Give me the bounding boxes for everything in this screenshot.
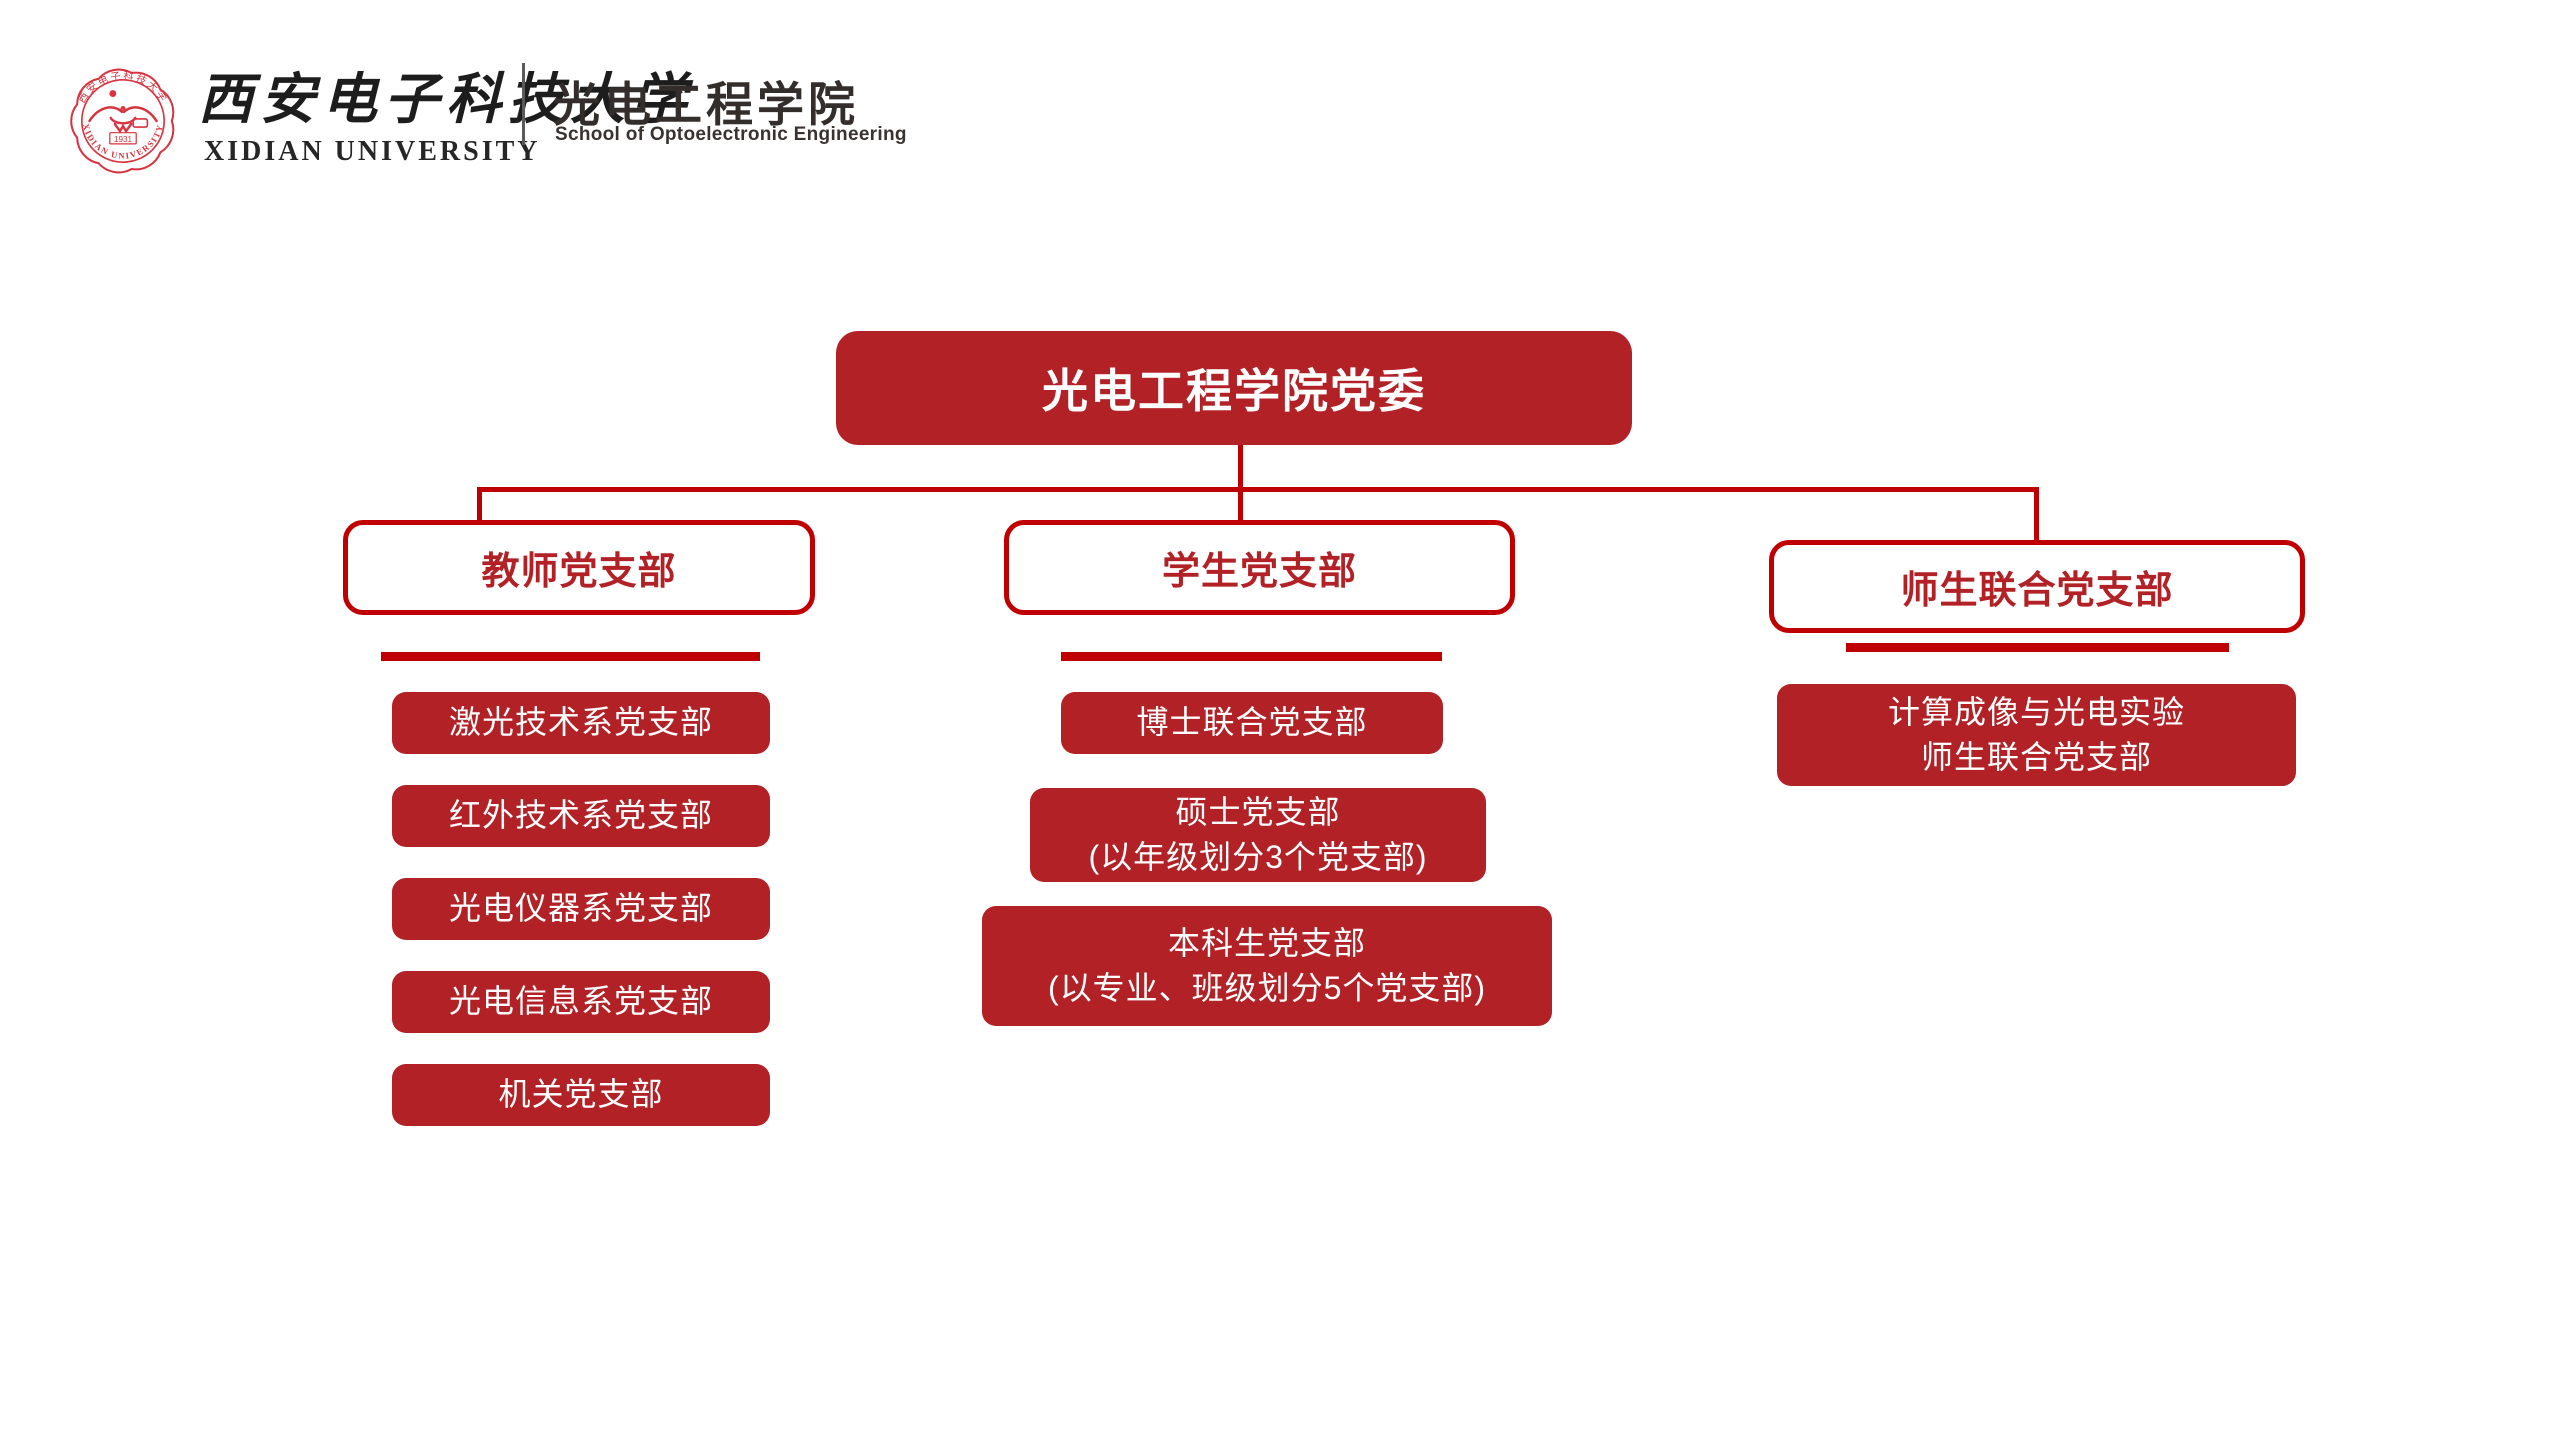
leaf-label-line1: 本科生党支部 (1167, 924, 1366, 961)
leaf-node-computational-imaging: 计算成像与光电实验 师生联合党支部 (1777, 684, 2296, 786)
connector-horizontal (477, 487, 2039, 492)
school-name-english: School of Optoelectronic Engineering (555, 124, 907, 145)
leaf-label-line2: (以专业、班级划分5个党支部) (1047, 970, 1487, 1006)
underline-bar-teachers (381, 652, 760, 661)
leaf-node-instrument-dept: 光电仪器系党支部 (392, 878, 770, 940)
branch-node-joint: 师生联合党支部 (1769, 540, 2305, 633)
eagle-icon (88, 106, 158, 134)
branch-node-students: 学生党支部 (1004, 520, 1515, 615)
connector-drop-right (2034, 487, 2039, 542)
svg-text:西安电子科技大学: 西安电子科技大学 (77, 69, 171, 105)
seal-top-text: 西安电子科技大学 (77, 69, 169, 105)
leaf-node-undergraduate: 本科生党支部 (以专业、班级划分5个党支部) (982, 906, 1552, 1026)
leaf-label: 光电信息系党支部 (448, 983, 713, 1020)
leaf-node-doctoral: 博士联合党支部 (1061, 692, 1443, 754)
leaf-label: 光电仪器系党支部 (448, 890, 713, 927)
university-seal-icon: 1931 西安电子科技大学 XIDIAN UNIVERSITY (70, 68, 175, 174)
leaf-label: 博士联合党支部 (1136, 704, 1368, 741)
connector-drop-middle (1238, 487, 1243, 522)
leaf-label-line2: (以年级划分3个党支部) (1088, 839, 1428, 875)
org-root-node: 光电工程学院党委 (836, 331, 1632, 445)
leaf-node-admin-office: 机关党支部 (392, 1064, 770, 1126)
seal-year: 1931 (114, 135, 133, 144)
connector-root-vertical (1238, 443, 1243, 489)
connector-drop-left (477, 487, 482, 522)
leaf-label: 红外技术系党支部 (448, 797, 713, 834)
leaf-node-information-dept: 光电信息系党支部 (392, 971, 770, 1033)
school-name-chinese: 光电工程学院 (553, 78, 859, 131)
leaf-label-line2: 师生联合党支部 (1920, 739, 2152, 775)
leaf-label: 激光技术系党支部 (448, 704, 713, 741)
underline-bar-students (1061, 652, 1442, 661)
university-name-english: XIDIAN UNIVERSITY (204, 136, 541, 167)
leaf-label: 机关党支部 (498, 1076, 664, 1113)
leaf-node-infrared-dept: 红外技术系党支部 (392, 785, 770, 847)
leaf-label-line1: 硕士党支部 (1175, 793, 1341, 830)
branch-node-teachers: 教师党支部 (343, 520, 815, 615)
leaf-node-masters: 硕士党支部 (以年级划分3个党支部) (1030, 788, 1486, 882)
leaf-label-line1: 计算成像与光电实验 (1887, 693, 2185, 730)
university-name-calligraphy: 西安电子科技大学 (198, 66, 695, 131)
underline-bar-joint (1846, 643, 2229, 652)
header-divider (522, 63, 525, 145)
leaf-node-laser-dept: 激光技术系党支部 (392, 692, 770, 754)
seal-dot (109, 90, 117, 98)
